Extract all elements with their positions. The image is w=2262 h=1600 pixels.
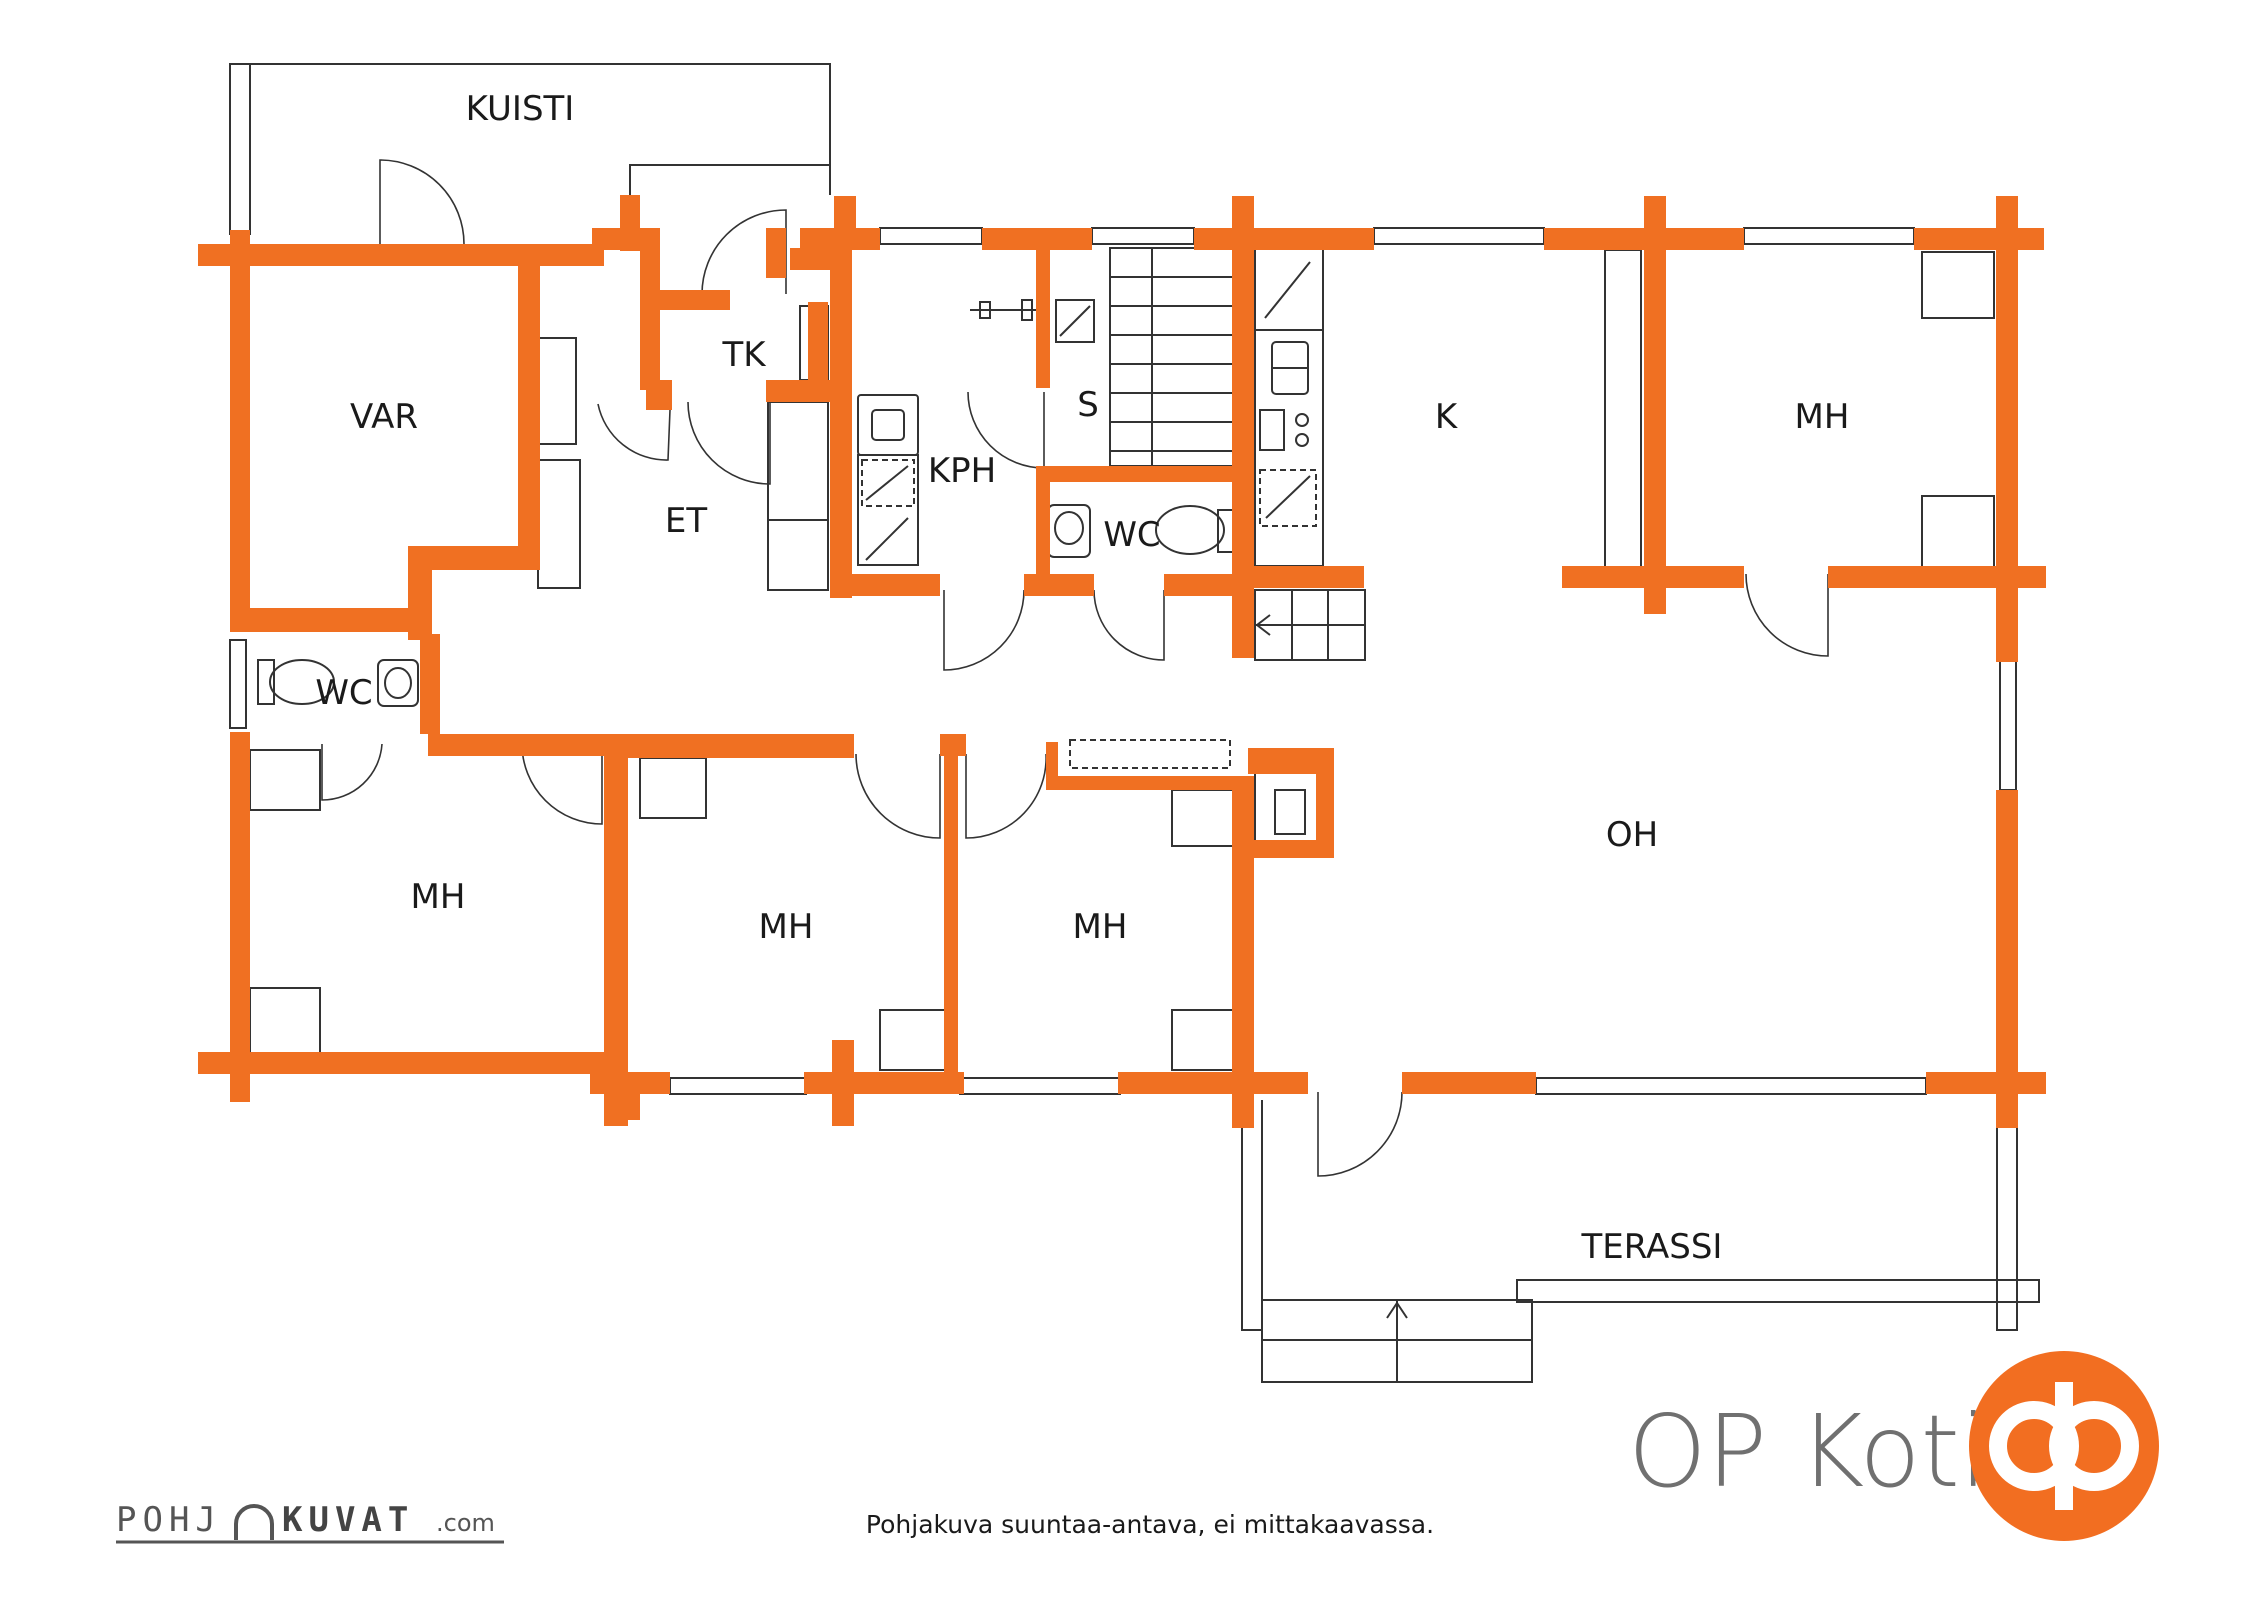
credit-text-com: .com bbox=[436, 1509, 495, 1537]
room-label-kuisti: KUISTI bbox=[466, 89, 575, 129]
stairs bbox=[1109, 247, 1235, 467]
room-label-var: VAR bbox=[350, 397, 418, 437]
room-label-terassi: TERASSI bbox=[1581, 1227, 1723, 1267]
kitchen-counter bbox=[1254, 247, 1324, 567]
wc-west-fixtures bbox=[257, 659, 419, 707]
room-label-tk: TK bbox=[721, 335, 767, 375]
doors bbox=[321, 159, 1829, 1177]
room-label-wc-west: WC bbox=[315, 673, 372, 713]
disclaimer-caption: Pohjakuva suuntaa-antava, ei mittakaavas… bbox=[866, 1510, 1434, 1539]
room-label-mh-ne: MH bbox=[1795, 397, 1850, 437]
room-label-s: S bbox=[1077, 385, 1099, 425]
room-label-k: K bbox=[1435, 397, 1459, 437]
closets bbox=[249, 249, 1995, 1071]
walls bbox=[198, 195, 2046, 1128]
room-label-wc-center: WC bbox=[1103, 515, 1160, 555]
room-label-mh-mid2: MH bbox=[1073, 907, 1128, 947]
credit-text-pohj: POHJ bbox=[116, 1500, 222, 1540]
brand-name: OP Koti bbox=[1628, 1393, 1988, 1510]
pohjakuvat-credit: POHJ KUVAT .com bbox=[116, 1500, 504, 1544]
room-label-mh-mid: MH bbox=[759, 907, 814, 947]
credit-text-kuvat: KUVAT bbox=[282, 1500, 414, 1540]
terassi-outline bbox=[1241, 1100, 2040, 1383]
room-label-kph: KPH bbox=[928, 451, 996, 491]
room-label-oh: OH bbox=[1606, 815, 1658, 855]
room-label-mh-west: MH bbox=[411, 877, 466, 917]
op-logo-icon bbox=[1969, 1351, 2159, 1541]
kph-fixtures bbox=[857, 299, 1095, 566]
kitchen-steps bbox=[1254, 589, 1366, 661]
kuisti-outline bbox=[229, 63, 831, 235]
windows bbox=[229, 227, 2017, 1095]
room-label-et: ET bbox=[665, 501, 707, 541]
